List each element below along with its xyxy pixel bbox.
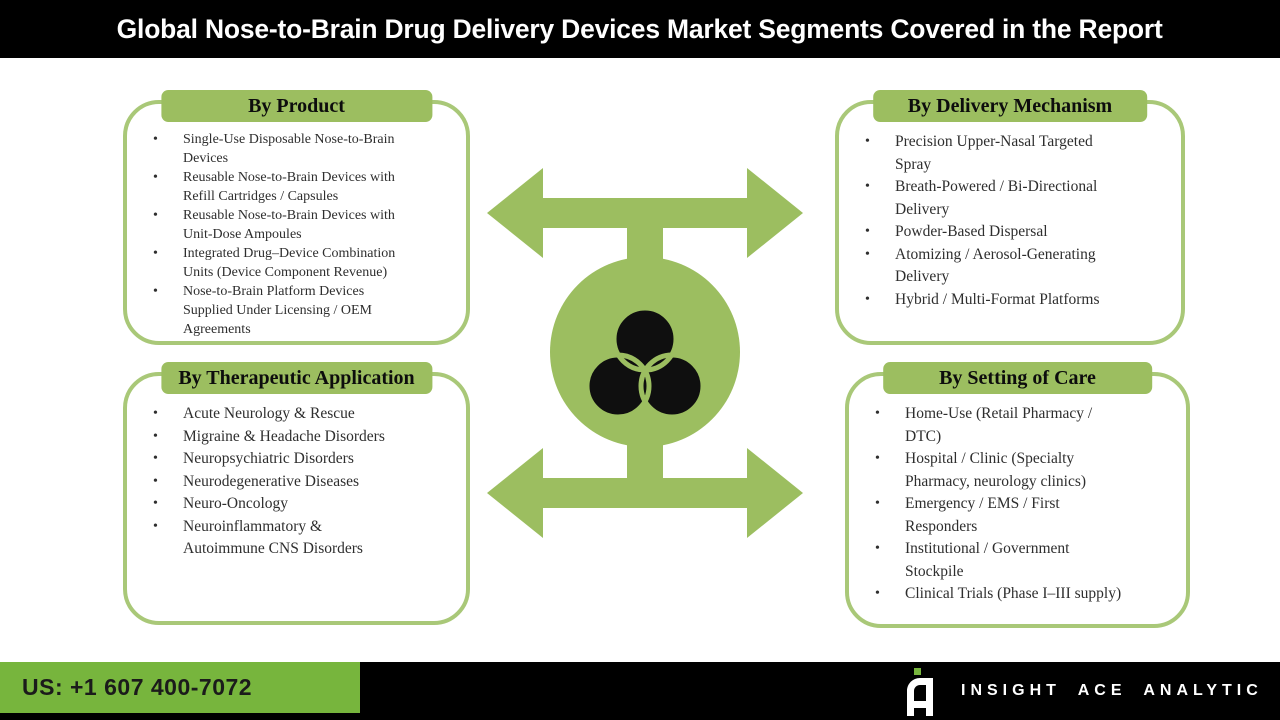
list-item: • Neuro-Oncology	[147, 493, 454, 516]
box-by-setting-of-care: By Setting of Care • Home-Use (Retail Pha…	[845, 362, 1190, 628]
list-item: • Migraine & Headache Disorders	[147, 426, 454, 449]
bullet-icon: •	[875, 541, 880, 556]
bullet-icon: •	[153, 496, 158, 511]
list-item-text: Emergency / EMS / First Responders	[905, 495, 1060, 535]
list-item-text: Hybrid / Multi-Format Platforms	[895, 290, 1100, 308]
brand-lockup: INSIGHT ACE ANALYTIC	[905, 662, 1263, 720]
list-item-text: Powder-Based Dispersal	[895, 223, 1048, 240]
bullet-icon: •	[865, 134, 870, 149]
bullet-icon: •	[865, 224, 870, 239]
bullet-icon: •	[875, 451, 880, 466]
list-item-text: Hospital / Clinic (Specialty Pharmacy, n…	[905, 450, 1087, 490]
list-item-text: Integrated Drug–Device Combination Units…	[183, 246, 396, 280]
double-arrow-bottom-icon	[487, 435, 803, 538]
list-item: • Breath-Powered / Bi-Directional Deliver…	[859, 176, 1169, 221]
list-item: • Neuroinflammatory & Autoimmune CNS Diso…	[147, 516, 454, 561]
bullet-icon: •	[153, 473, 158, 489]
venn-diagram-icon	[584, 305, 706, 420]
list-item: • Hospital / Clinic (Specialty Pharmacy, …	[869, 448, 1174, 493]
box-by-product: By Product • Single-Use Disposable Nose-t…	[123, 90, 470, 345]
list-item: • Single-Use Disposable Nose-to-Brain Dev…	[147, 130, 454, 168]
list-item-text: Breath-Powered / Bi-Directional Delivery	[895, 178, 1098, 218]
list-item-text: Home-Use (Retail Pharmacy / DTC)	[905, 405, 1093, 445]
list-item: • Reusable Nose-to-Brain Devices with Ref…	[147, 168, 454, 206]
box-header-by-therapeutic-application: By Therapeutic Application	[160, 362, 433, 394]
list-item-text: Nose-to-Brain Platform Devices Supplied …	[183, 284, 372, 337]
list-item: • Home-Use (Retail Pharmacy / DTC)	[869, 403, 1174, 448]
list-item: • Neuropsychiatric Disorders	[147, 448, 454, 471]
list-item: • Clinical Trials (Phase I–III supply)	[869, 583, 1174, 606]
list-item: • Acute Neurology & Rescue	[147, 403, 454, 426]
brand-name: INSIGHT ACE ANALYTIC	[961, 682, 1263, 699]
bullet-icon: •	[153, 246, 158, 261]
segment-list-product: • Single-Use Disposable Nose-to-Brain Dev…	[127, 104, 466, 339]
list-item-text: Neurodegenerative Diseases	[183, 472, 360, 490]
list-item-text: Migraine & Headache Disorders	[183, 427, 385, 445]
phone-banner: US: +1 607 400-7072	[0, 662, 360, 713]
list-item: • Neurodegenerative Diseases	[147, 471, 454, 494]
bullet-icon: •	[875, 586, 880, 601]
list-item: • Institutional / Government Stockpile	[869, 538, 1174, 583]
center-motif-graphic	[487, 168, 803, 538]
box-header-by-setting-of-care: By Setting of Care	[882, 362, 1153, 394]
bullet-icon: •	[153, 406, 158, 421]
list-item-text: Reusable Nose-to-Brain Devices with Unit…	[183, 208, 395, 242]
list-item-text: Single-Use Disposable Nose-to-Brain Devi…	[183, 132, 395, 166]
bullet-icon: •	[865, 291, 870, 307]
title-bar: Global Nose-to-Brain Drug Delivery Devic…	[0, 0, 1280, 58]
phone-number: US: +1 607 400-7072	[22, 674, 253, 700]
list-item-text: Atomizing / Aerosol-Generating Delivery	[895, 245, 1096, 286]
list-item-text: Precision Upper-Nasal Targeted Spray	[895, 133, 1093, 173]
bullet-icon: •	[153, 428, 158, 444]
list-item-text: Neuropsychiatric Disorders	[183, 450, 354, 467]
bullet-icon: •	[153, 132, 158, 147]
bullet-icon: •	[153, 518, 158, 534]
list-item: • Hybrid / Multi-Format Platforms	[859, 289, 1169, 312]
list-item-text: Clinical Trials (Phase I–III supply)	[905, 585, 1122, 602]
double-arrow-top-icon	[487, 168, 803, 272]
list-item: • Atomizing / Aerosol-Generating Delivery	[859, 244, 1169, 289]
bullet-icon: •	[153, 451, 158, 466]
page-title: Global Nose-to-Brain Drug Delivery Devic…	[117, 13, 1163, 44]
list-item-text: Neuroinflammatory & Autoimmune CNS Disor…	[183, 517, 363, 558]
bullet-icon: •	[865, 179, 870, 194]
box-by-therapeutic-application: By Therapeutic Application • Acute Neurol…	[123, 362, 470, 625]
bullet-icon: •	[865, 246, 870, 262]
segment-list-therapeutic-application: • Acute Neurology & Rescue • Migraine & Hea…	[127, 376, 466, 561]
list-item-text: Neuro-Oncology	[183, 495, 289, 512]
box-header-by-product: By Product	[160, 90, 433, 122]
list-item: • Powder-Based Dispersal	[859, 221, 1169, 244]
list-item: • Reusable Nose-to-Brain Devices with Uni…	[147, 206, 454, 244]
list-item: • Nose-to-Brain Platform Devices Supplied…	[147, 282, 454, 339]
box-header-by-delivery-mechanism: By Delivery Mechanism	[873, 90, 1147, 122]
bullet-icon: •	[875, 496, 880, 511]
list-item: • Emergency / EMS / First Responders	[869, 493, 1174, 538]
segment-list-setting-of-care: • Home-Use (Retail Pharmacy / DTC) • Hospit…	[849, 376, 1186, 606]
bullet-icon: •	[153, 208, 158, 223]
center-motif	[485, 160, 805, 550]
list-item-text: Acute Neurology & Rescue	[183, 405, 355, 422]
bullet-icon: •	[875, 406, 880, 421]
list-item: • Integrated Drug–Device Combination Unit…	[147, 244, 454, 282]
insight-ace-logo-icon	[907, 668, 933, 716]
bullet-icon: •	[153, 170, 158, 185]
segment-list-delivery-mechanism: • Precision Upper-Nasal Targeted Spray • Br…	[839, 104, 1181, 311]
list-item-text: Institutional / Government Stockpile	[905, 540, 1070, 580]
box-by-delivery-mechanism: By Delivery Mechanism • Precision Upper-N…	[835, 90, 1185, 345]
list-item-text: Reusable Nose-to-Brain Devices with Refi…	[183, 170, 395, 204]
bullet-icon: •	[153, 284, 158, 299]
list-item: • Precision Upper-Nasal Targeted Spray	[859, 131, 1169, 176]
